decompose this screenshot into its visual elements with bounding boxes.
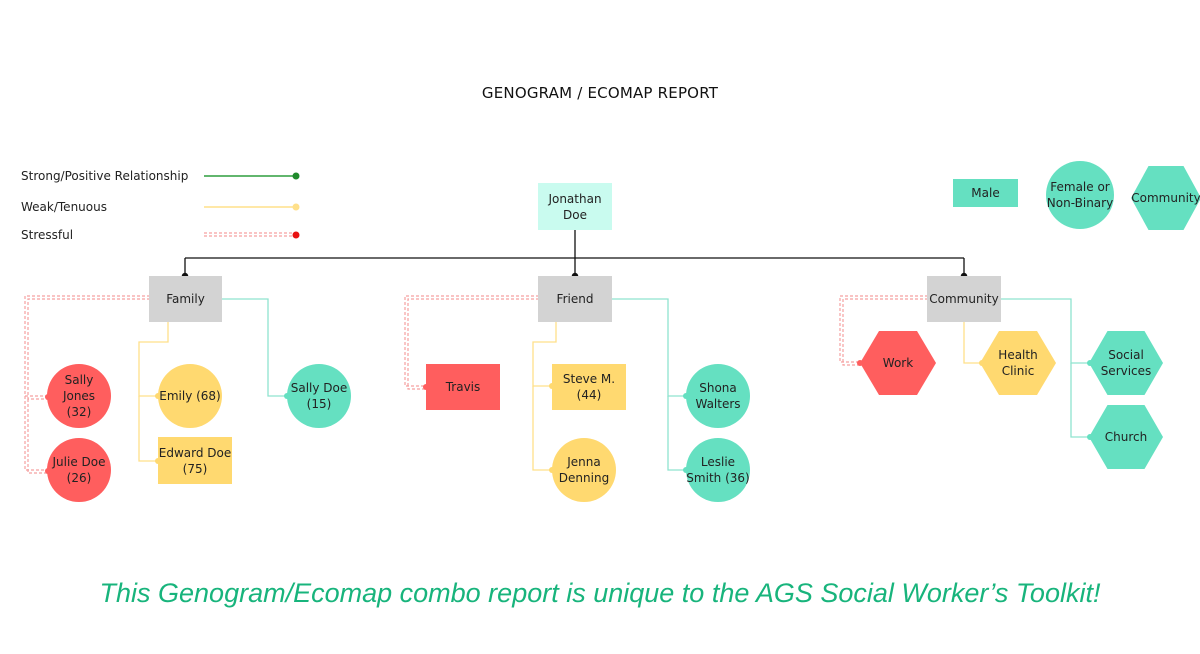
community-weak-line [963,322,982,364]
legend-strong-label: Strong/Positive Relationship [21,169,189,183]
footer-tagline: This Genogram/Ecomap combo report is uni… [99,578,1101,608]
family-stress-lines [24,295,150,474]
community-stress-lines [839,295,928,366]
friend-strong-lines [612,298,686,471]
group-community[interactable]: Community [927,276,1001,322]
member-julie-doe[interactable]: Julie Doe (26) [47,438,111,502]
member-jenna[interactable]: Jenna Denning [552,438,616,502]
family-strong-line [222,298,287,397]
member-shona[interactable]: Shona Walters [686,364,750,428]
legend-stressful-label: Stressful [21,228,74,242]
legend-stress-dot [292,231,300,239]
key-female: Female or Non-Binary [1046,161,1114,229]
member-travis[interactable]: Travis [426,364,500,410]
key-male: Male [953,179,1018,207]
legend-weak-dot [292,203,300,211]
friend-stress-lines [404,295,539,390]
member-leslie[interactable]: Leslie Smith (36) [686,438,750,502]
member-social-services[interactable]: Social Services [1089,331,1163,395]
member-work[interactable]: Work [860,331,936,395]
legend-strong-dot [292,172,300,180]
member-sally-jones[interactable]: Sally Jones (32) [47,364,111,428]
community-strong-lines [1000,298,1090,438]
report-title: GENOGRAM / ECOMAP REPORT [481,84,719,102]
member-sally-doe[interactable]: Sally Doe (15) [287,364,351,428]
group-family[interactable]: Family [149,276,222,322]
group-friend[interactable]: Friend [538,276,612,322]
family-weak-lines [138,322,169,462]
member-edward-doe[interactable]: Edward Doe (75) [158,437,232,484]
root-person[interactable]: Jonathan Doe [538,183,612,230]
member-emily[interactable]: Emily (68) [158,364,222,428]
legend-weak-label: Weak/Tenuous [21,200,107,214]
member-church[interactable]: Church [1089,405,1163,469]
member-steve[interactable]: Steve M. (44) [552,364,626,410]
friend-weak-lines [532,322,557,471]
